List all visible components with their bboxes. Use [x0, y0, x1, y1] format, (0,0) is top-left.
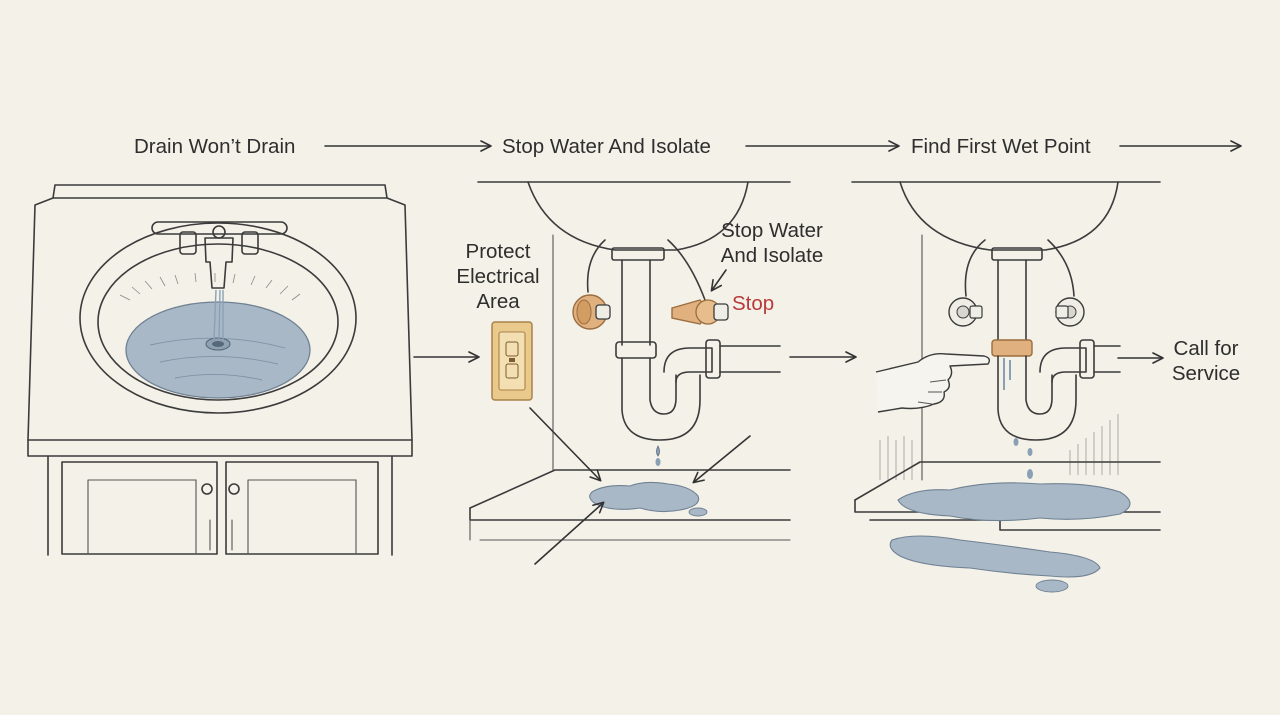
callout-call-2: Service	[1172, 362, 1240, 385]
callout-protect-3: Area	[476, 290, 520, 313]
first-wet-joint	[991, 339, 1033, 357]
leak-puddle	[897, 482, 1131, 522]
shutoff-valve-icon	[572, 294, 611, 330]
callout-call-1: Call for	[1174, 337, 1239, 360]
shutoff-valve-icon	[948, 297, 983, 327]
shutoff-valve-icon	[671, 299, 729, 325]
faucet-icon	[151, 221, 288, 289]
callout-stop-water-2: And Isolate	[721, 244, 824, 267]
panel-clogged-sink	[27, 184, 413, 556]
step-label-1: Drain Won’t Drain	[134, 135, 295, 158]
callout-protect-1: Protect	[466, 240, 531, 263]
callout-protect-2: Electrical	[456, 265, 539, 288]
callout-stop-water-1: Stop Water	[721, 219, 823, 242]
step-flow: Drain Won’t Drain Stop Water And Isolate…	[134, 135, 1242, 158]
step-label-2: Stop Water And Isolate	[502, 135, 711, 158]
step-label-3: Find First Wet Point	[911, 135, 1091, 158]
pointing-hand-icon	[875, 352, 991, 413]
panel-find-wet-point: Call for Service	[851, 181, 1240, 593]
gfci-outlet-icon	[491, 321, 533, 401]
shutoff-valve-icon	[1055, 297, 1085, 327]
callout-stop: Stop	[732, 292, 774, 315]
leak-puddle	[589, 481, 700, 513]
panel-stop-water: Protect Electrical Area Stop Water And I…	[456, 181, 824, 565]
